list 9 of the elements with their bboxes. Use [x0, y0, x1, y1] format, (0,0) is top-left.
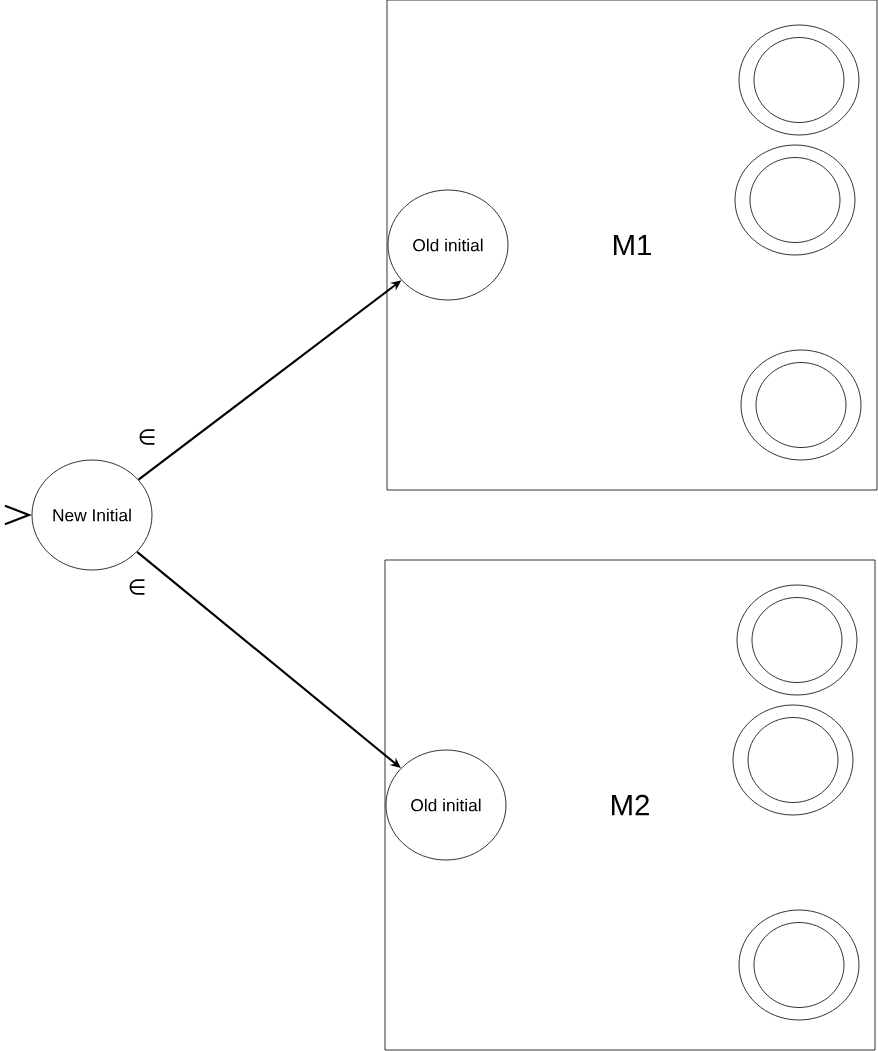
accept-state-circle [734, 144, 856, 256]
accept-state-circle [740, 349, 862, 461]
accept-state-circle [738, 24, 860, 136]
accept-state-circle [738, 909, 860, 1021]
edge-label: ∈ [136, 428, 158, 446]
edge-label: ∈ [126, 578, 148, 596]
start-arrow [4, 504, 32, 526]
accept-state-circle [732, 704, 854, 816]
accept-state-circle [736, 584, 858, 696]
